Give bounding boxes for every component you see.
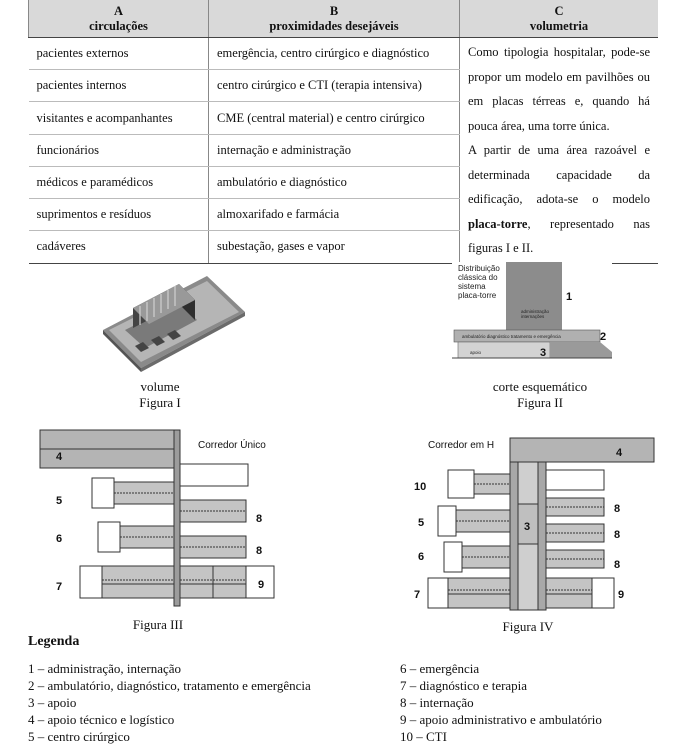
cell-proximidade: subestação, gases e vapor	[208, 230, 460, 264]
legend-item: 9 – apoio administrativo e ambulatório	[400, 712, 602, 727]
cell-proximidade: ambulatório e diagnóstico	[208, 166, 460, 200]
header-title: volumetria	[529, 19, 589, 33]
fig2-annot-line-2: clássica do	[458, 273, 498, 282]
cell-volumetria: Como tipologia hospitalar, pode-se propo…	[459, 37, 658, 264]
header-col-a: A circulações	[28, 0, 209, 38]
fig2-annot-line-4: placa-torre	[458, 291, 497, 300]
figure-3-single-corridor-plan: Corredor Único 4 5 6 7 8 8 9	[39, 429, 275, 607]
fig4-number-7: 7	[414, 589, 420, 601]
fig2-base-text: apoio	[470, 350, 482, 355]
header-letter: B	[329, 4, 339, 18]
legend-item: 8 – internação	[400, 695, 474, 710]
cell-circulacao: pacientes externos	[28, 37, 209, 71]
figure-2-caption: corte esquemático Figura II	[460, 379, 620, 411]
cell-circulacao: visitantes e acompanhantes	[28, 101, 209, 135]
fig3-number-8a: 8	[256, 513, 262, 525]
header-letter: C	[554, 4, 564, 18]
figure-1-label: volume	[140, 379, 180, 394]
legend-item: 10 – CTI	[400, 729, 447, 744]
table-row: suprimentos e resíduos almoxarifado e fa…	[28, 198, 659, 232]
fig2-number-1: 1	[566, 291, 572, 303]
legend-left-column: 1 – administração, internação 2 – ambula…	[28, 660, 311, 745]
fig2-number-2: 2	[600, 331, 606, 343]
fig3-number-5: 5	[56, 495, 62, 507]
fig2-number-3: 3	[540, 347, 546, 359]
fig2-slab-text: ambulatório diagnóstico tratamento e eme…	[462, 334, 561, 339]
figure-1-title: Figura I	[139, 395, 181, 410]
volumetria-text: A partir de uma área razoável e determin…	[468, 143, 650, 206]
fig3-number-9: 9	[258, 579, 264, 591]
legend-item: 1 – administração, internação	[28, 661, 182, 676]
cell-proximidade: internação e administração	[208, 134, 460, 167]
legend-item: 6 – emergência	[400, 661, 480, 676]
fig4-number-3: 3	[524, 521, 530, 533]
figure-2-section-diagram: Distribuição clássica do sistema placa-t…	[452, 262, 612, 370]
volumetria-bold: placa-torre	[468, 216, 528, 231]
circulation-table: A circulações B proximidades desejáveis …	[28, 0, 658, 264]
fig4-number-9: 9	[618, 589, 624, 601]
fig3-number-7: 7	[56, 581, 62, 593]
legend-item: 4 – apoio técnico e logístico	[28, 712, 175, 727]
fig2-tower-text-1: administração	[521, 309, 550, 314]
legend-title: Legenda	[28, 634, 80, 649]
cell-proximidade: CME (central material) e centro cirúrgic…	[208, 101, 460, 135]
figure-2-label: corte esquemático	[492, 379, 588, 394]
table-row: funcionários internação e administração	[28, 134, 659, 167]
fig4-number-5: 5	[418, 517, 424, 529]
legend-right-column: 6 – emergência 7 – diagnóstico e terapia…	[400, 660, 602, 745]
cell-proximidade: almoxarifado e farmácia	[208, 198, 460, 232]
table-header-row: A circulações B proximidades desejáveis …	[28, 0, 658, 38]
fig3-number-4: 4	[56, 451, 63, 463]
figure-4-h-corridor-plan: Corredor em H 4 10 5 6 7 3 8 8 8 9	[414, 437, 655, 611]
cell-circulacao: cadáveres	[28, 230, 209, 264]
legend-item: 5 – centro cirúrgico	[28, 729, 130, 744]
header-col-c: C volumetria	[459, 0, 658, 38]
figure-3-caption: Figura III	[132, 617, 184, 632]
cell-circulacao: médicos e paramédicos	[28, 166, 209, 200]
figure-1-caption: volume Figura I	[120, 379, 200, 411]
table-row: visitantes e acompanhantes CME (central …	[28, 101, 659, 135]
cell-proximidade: centro cirúrgico e CTI (terapia intensiv…	[208, 69, 460, 103]
figure-1-volume-image	[103, 276, 245, 372]
cell-proximidade: emergência, centro cirúrgico e diagnósti…	[208, 37, 460, 71]
figure-4-caption: Figura IV	[502, 619, 554, 634]
table-row: pacientes internos centro cirúrgico e CT…	[28, 69, 659, 103]
fig4-number-10: 10	[414, 481, 426, 493]
legend-item: 3 – apoio	[28, 695, 77, 710]
volumetria-paragraph-1: Como tipologia hospitalar, pode-se propo…	[468, 45, 650, 133]
cell-circulacao: suprimentos e resíduos	[28, 198, 209, 232]
table-row: cadáveres subestação, gases e vapor	[28, 230, 659, 264]
fig4-number-8c: 8	[614, 559, 620, 571]
fig4-number-6: 6	[418, 551, 424, 563]
fig4-number-8b: 8	[614, 529, 620, 541]
fig3-number-6: 6	[56, 533, 62, 545]
table-row: pacientes externos emergência, centro ci…	[28, 37, 658, 264]
fig3-number-8b: 8	[256, 545, 262, 557]
header-title: circulações	[89, 19, 148, 33]
fig4-corridor-label: Corredor em H	[428, 440, 494, 451]
legend-item: 2 – ambulatório, diagnóstico, tratamento…	[28, 678, 311, 693]
header-letter: A	[113, 4, 124, 18]
fig3-corridor-label: Corredor Único	[198, 438, 266, 451]
header-title: proximidades desejáveis	[269, 19, 399, 33]
fig2-tower-text-2: internações	[521, 314, 545, 319]
fig2-annot-line-3: sistema	[458, 282, 486, 291]
fig2-annot-line-1: Distribuição	[458, 264, 500, 273]
table-row: médicos e paramédicos ambulatório e diag…	[28, 166, 659, 200]
cell-circulacao: pacientes internos	[28, 69, 209, 103]
cell-circulacao: funcionários	[28, 134, 209, 167]
volumetria-text-end: , representado nas figuras I e II.	[468, 216, 650, 256]
fig4-number-8a: 8	[614, 503, 620, 515]
header-col-b: B proximidades desejáveis	[208, 0, 460, 38]
fig4-number-4: 4	[616, 447, 623, 459]
figure-2-title: Figura II	[517, 395, 563, 410]
volumetria-paragraph-2: A partir de uma área razoável e determin…	[468, 138, 650, 261]
legend-item: 7 – diagnóstico e terapia	[400, 678, 528, 693]
